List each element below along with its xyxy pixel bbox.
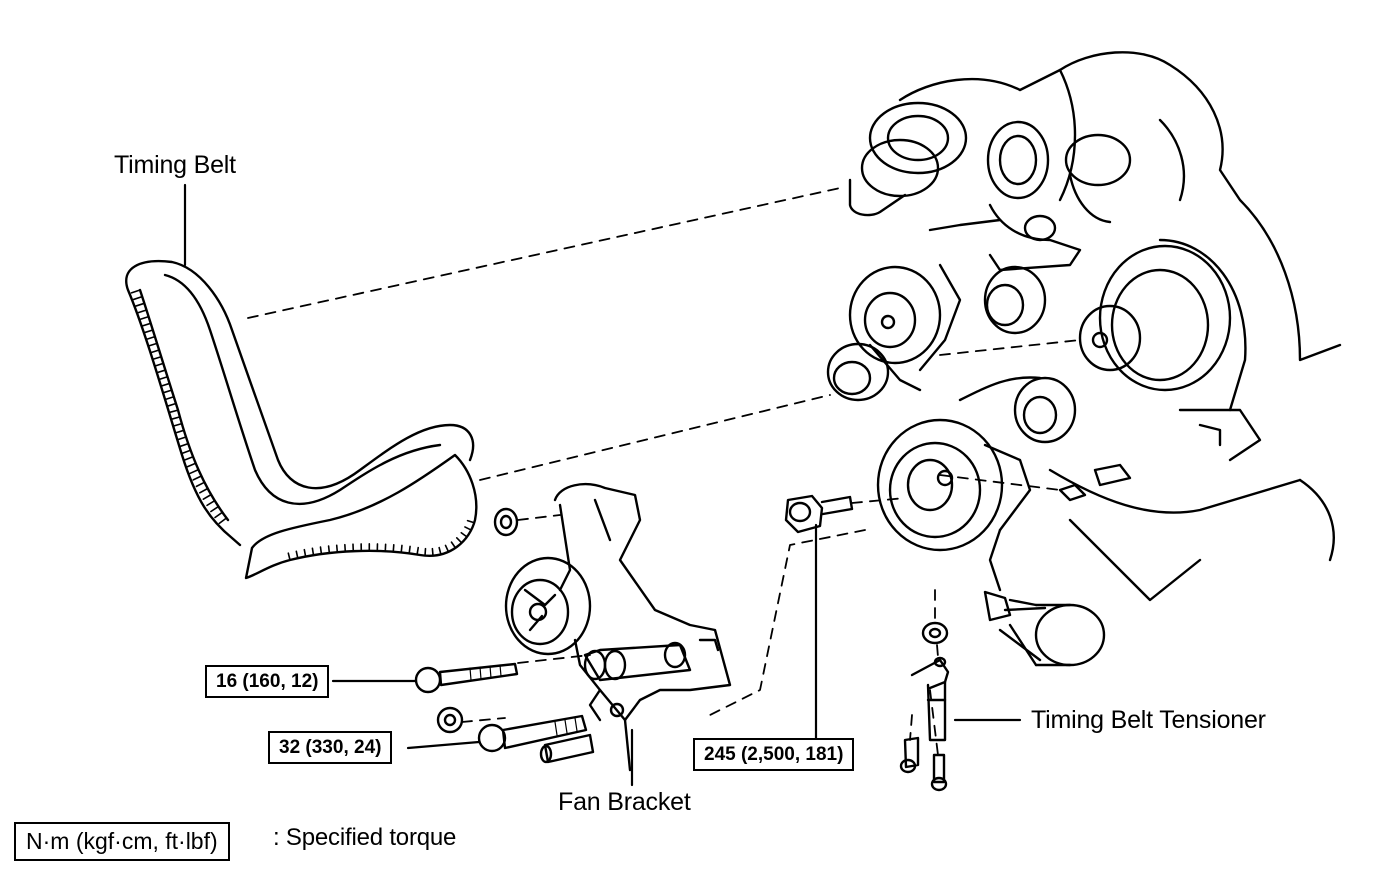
timing-belt-label: Timing Belt [114, 151, 236, 179]
crank-bolt-drawing [784, 494, 854, 534]
nut-drawing [493, 507, 519, 537]
torque-box-16: 16 (160, 12) [205, 665, 330, 698]
timing-belt-drawing [125, 259, 478, 580]
torque-box-32: 32 (330, 24) [268, 731, 393, 764]
timing-belt-tensioner-label: Timing Belt Tensioner [1031, 706, 1266, 734]
torque-legend-text: : Specified torque [273, 824, 457, 851]
fan-bracket-label: Fan Bracket [558, 788, 691, 816]
tensioner-drawing [899, 621, 950, 792]
torque-unit-box: N·m (kgf·cm, ft·lbf) [14, 822, 230, 861]
fan-bracket-drawing [504, 483, 732, 772]
torque-box-245: 245 (2,500, 181) [693, 738, 855, 771]
bolt-32-drawing [436, 706, 595, 764]
bolt-16-drawing [414, 662, 519, 694]
engine-drawing [826, 51, 1342, 667]
